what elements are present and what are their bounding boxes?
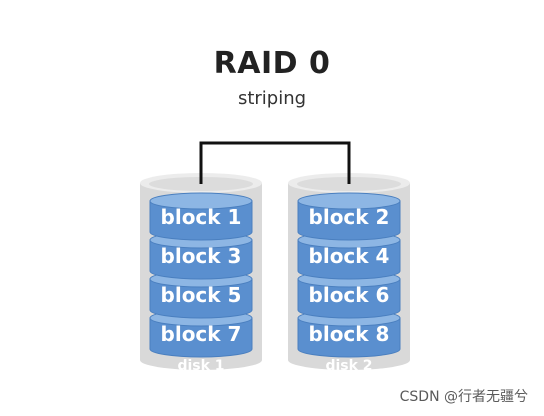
block-label: block 7 [161, 322, 242, 346]
block-label: block 6 [309, 283, 390, 307]
block-top [297, 192, 401, 210]
disk-label: disk 1 [177, 358, 224, 374]
connector-line [199, 141, 351, 183]
connector-line-front [199, 172, 351, 184]
block-body [297, 200, 401, 241]
diagram-title: RAID 0 [213, 46, 331, 81]
block-label: block 1 [161, 205, 242, 229]
block-body [149, 200, 253, 241]
block-top [149, 192, 253, 210]
block-label: block 4 [309, 244, 390, 268]
block-body [297, 317, 401, 358]
block-block-1: block 1 [149, 192, 253, 241]
disk-label: disk 2 [325, 358, 372, 374]
block-body [297, 239, 401, 280]
block-body [297, 278, 401, 319]
watermark: CSDN @行者无疆兮 [399, 389, 528, 405]
block-block-2: block 2 [297, 192, 401, 241]
block-body [149, 317, 253, 358]
block-body [149, 239, 253, 280]
block-label: block 8 [309, 322, 390, 346]
block-label: block 2 [309, 205, 390, 229]
block-label: block 5 [161, 283, 242, 307]
block-label: block 3 [161, 244, 242, 268]
block-body [149, 278, 253, 319]
diagram-subtitle: striping [237, 88, 307, 109]
